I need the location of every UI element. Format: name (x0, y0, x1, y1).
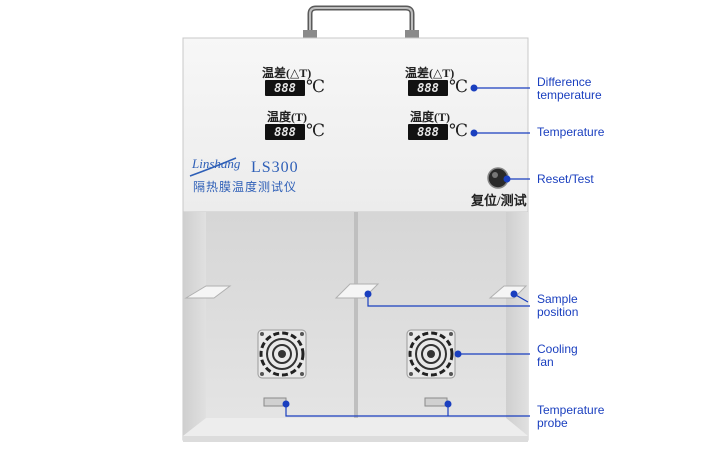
brand-logo-swoosh (189, 157, 237, 177)
callout-lines (285, 87, 530, 417)
callout-temperature-probe: Temperature probe (537, 403, 605, 430)
cooling-fan-left (257, 329, 307, 379)
callout-sample-position: Sample position (537, 292, 579, 319)
callout-reset-test: Reset/Test (537, 172, 594, 186)
right-temp-display: 888 (408, 124, 448, 140)
brand-logo-text: Linshang (192, 156, 241, 171)
right-diff-unit: ℃ (449, 77, 469, 96)
reset-test-label: 复位/测试 (471, 193, 527, 208)
left-diff-label: 温差(△T) (262, 66, 312, 80)
device-subtitle: 隔热膜温度测试仪 (193, 180, 298, 194)
callout-dots (282, 84, 518, 408)
left-temp-unit: ℃ (306, 121, 326, 140)
left-diff-display: 888 (265, 80, 305, 96)
callout-temperature: Temperature (537, 125, 605, 139)
left-temp-display: 888 (265, 124, 305, 140)
carry-handle (303, 5, 419, 38)
model-number: LS300 (251, 159, 299, 176)
cooling-fan-right (406, 329, 456, 379)
left-temp-label: 温度(T) (267, 110, 307, 124)
callout-cooling-fan: Cooling fan (537, 342, 578, 369)
temperature-probe-right (424, 397, 448, 407)
callout-difference-temperature: Difference temperature (537, 75, 602, 102)
front-panel (182, 37, 529, 213)
right-temp-label: 温度(T) (410, 110, 450, 124)
right-temp-unit: ℃ (449, 121, 469, 140)
left-diff-unit: ℃ (306, 77, 326, 96)
right-diff-display: 888 (408, 80, 448, 96)
right-diff-label: 温差(△T) (405, 66, 455, 80)
